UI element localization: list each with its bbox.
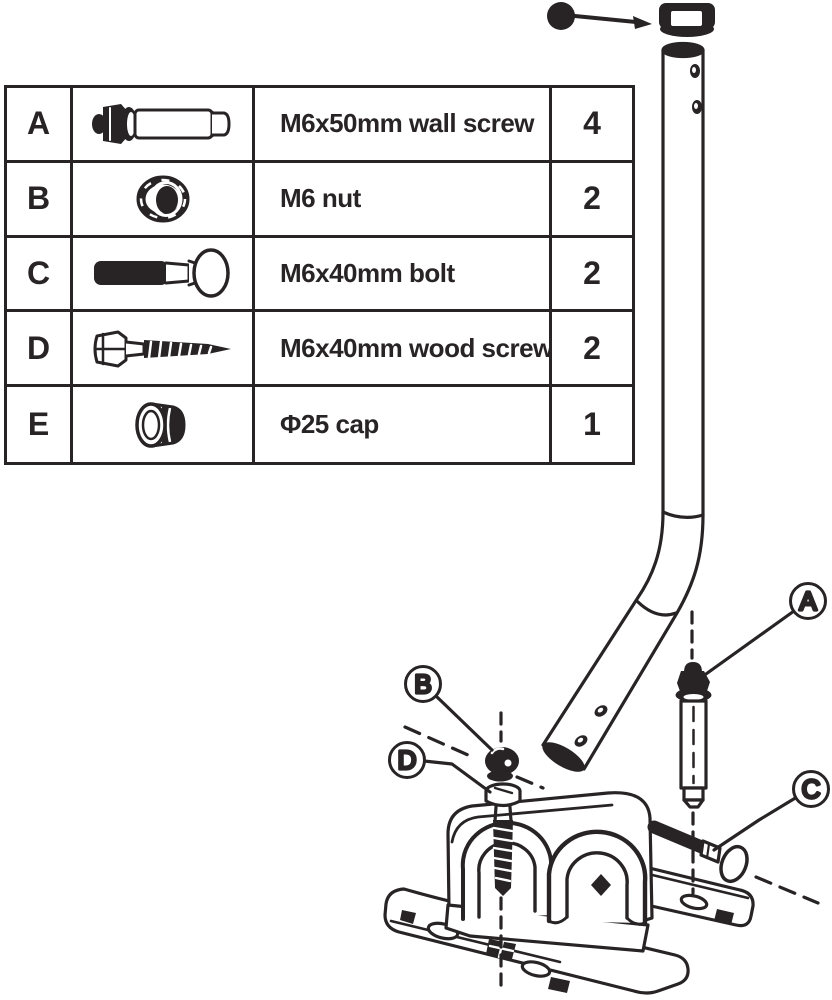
clamp-front-right xyxy=(546,829,648,926)
callout-letter-c: C xyxy=(802,774,821,804)
part-description: M6x50mm wall screw xyxy=(255,88,552,163)
wall-screw-icon xyxy=(73,88,255,163)
part-qty: 2 xyxy=(552,312,632,388)
part-qty: 2 xyxy=(552,163,632,238)
callout-D: D xyxy=(388,741,492,794)
plate-square-hole xyxy=(548,977,570,993)
part-letter: A xyxy=(7,88,73,163)
callout-B: B xyxy=(404,665,494,752)
bolt-axis xyxy=(403,725,820,905)
wood-screw-icon xyxy=(73,312,255,388)
pole-cap xyxy=(659,3,715,37)
wood-screw xyxy=(484,711,522,995)
callout-letter-a: A xyxy=(799,586,817,616)
part-description: Φ25 cap xyxy=(255,387,552,462)
part-letter: B xyxy=(7,162,73,238)
part-description: M6x40mm wood screw xyxy=(255,312,552,388)
cap-icon xyxy=(73,387,255,462)
mast-pole xyxy=(541,41,705,772)
part-qty: 2 xyxy=(552,238,632,313)
clamp-diamond-hole xyxy=(591,874,611,896)
part-qty: 4 xyxy=(552,88,632,163)
callout-A: A xyxy=(704,582,827,676)
flange-nut xyxy=(485,747,519,782)
plate-square-hole xyxy=(400,910,416,924)
bolt xyxy=(647,820,749,884)
saddle-clamp xyxy=(444,791,654,953)
arrow-icon xyxy=(633,16,652,29)
cap-pointer xyxy=(547,2,652,30)
part-letter: C xyxy=(7,237,73,313)
pointer-dot xyxy=(547,2,575,30)
part-qty: 1 xyxy=(583,406,601,443)
base-plate-right-arm xyxy=(636,864,755,928)
part-letter: E xyxy=(7,387,73,462)
callout-letter-d: D xyxy=(398,745,417,775)
part-letter: D xyxy=(7,312,73,388)
bolt-icon xyxy=(73,237,255,313)
part-description: M6 nut xyxy=(255,162,552,238)
callout-C: C xyxy=(712,770,830,852)
part-description: M6x40mm bolt xyxy=(255,237,552,313)
pole-hole xyxy=(574,64,702,747)
nut-icon xyxy=(73,162,255,238)
callout-letter-b: B xyxy=(414,669,431,699)
wall-screw xyxy=(675,610,712,895)
plate-oval-hole xyxy=(520,960,552,978)
parts-table: A M6x50mm wall screw 4 B xyxy=(4,85,635,465)
